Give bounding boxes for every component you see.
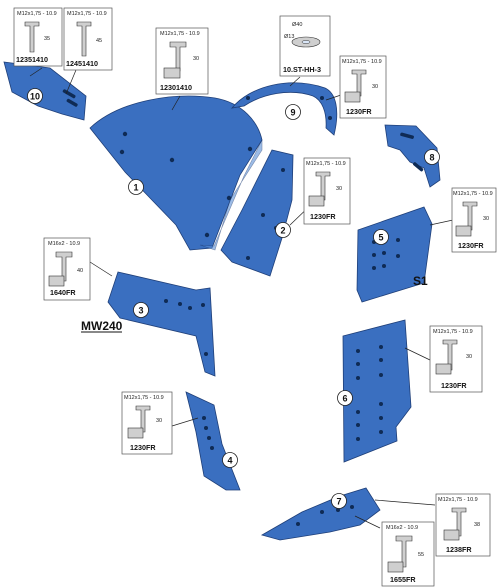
callout-10: 10 <box>27 88 43 104</box>
svg-text:1230FR: 1230FR <box>310 212 336 221</box>
svg-text:M12x1,75 - 10.9: M12x1,75 - 10.9 <box>67 11 107 17</box>
svg-text:30: 30 <box>466 354 472 360</box>
svg-text:Ø40: Ø40 <box>292 22 302 28</box>
bolt-box-1238fr: M12x1,75 - 10.9 38 1238FR <box>435 493 491 557</box>
bolt-box-12451410: M12x1,75 - 10.9 45 12451410 <box>63 7 113 71</box>
svg-text:30: 30 <box>156 418 162 424</box>
svg-text:5: 5 <box>378 233 383 243</box>
bolt-box-1230fr-2: M12x1,75 - 10.9 30 1230FR <box>303 157 351 225</box>
part-2-shin <box>220 149 294 277</box>
svg-text:38: 38 <box>474 522 480 528</box>
part-3-mw240 <box>107 271 216 377</box>
callout-4: 4 <box>222 452 238 468</box>
svg-text:4: 4 <box>227 456 232 466</box>
svg-text:30: 30 <box>372 84 378 90</box>
svg-text:1230FR: 1230FR <box>458 241 484 250</box>
svg-text:M12x1,75 - 10.9: M12x1,75 - 10.9 <box>433 329 473 335</box>
part-1-moldboard <box>89 95 263 251</box>
part-6-plate <box>342 319 412 463</box>
svg-text:M12x1,75 - 10.9: M12x1,75 - 10.9 <box>160 31 200 37</box>
leader-lines <box>29 67 454 529</box>
svg-text:30: 30 <box>193 56 199 62</box>
svg-text:8: 8 <box>429 153 434 163</box>
svg-text:35: 35 <box>44 36 50 42</box>
part-9-curved-strip <box>231 82 338 136</box>
svg-text:30: 30 <box>336 186 342 192</box>
svg-text:30: 30 <box>483 216 489 222</box>
svg-text:1230FR: 1230FR <box>346 107 372 116</box>
svg-text:M12x1,75 - 10.9: M12x1,75 - 10.9 <box>342 59 382 65</box>
bolt-box-1230fr-5: M12x1,75 - 10.9 30 1230FR <box>451 187 497 253</box>
bolt-box-1655fr: M16x2 - 10.9 55 1655FR <box>381 521 435 587</box>
svg-text:1640FR: 1640FR <box>50 288 76 297</box>
svg-text:10.ST-HH-3: 10.ST-HH-3 <box>283 65 321 74</box>
part-7-share <box>260 487 381 541</box>
svg-text:7: 7 <box>336 497 341 507</box>
callout-9: 9 <box>285 104 301 120</box>
svg-text:M16x2 - 10.9: M16x2 - 10.9 <box>48 241 80 247</box>
svg-text:3: 3 <box>138 306 143 316</box>
svg-text:10: 10 <box>30 92 40 102</box>
bolt-box-1230fr-9: M12x1,75 - 10.9 30 1230FR <box>339 55 387 119</box>
bolt-box-1640fr: M16x2 - 10.9 40 1640FR <box>43 237 91 301</box>
svg-text:2: 2 <box>280 226 285 236</box>
callout-6: 6 <box>337 390 353 406</box>
svg-text:M12x1,75 - 10.9: M12x1,75 - 10.9 <box>306 161 346 167</box>
svg-text:M12x1,75 - 10.9: M12x1,75 - 10.9 <box>453 191 493 197</box>
svg-text:6: 6 <box>342 394 347 404</box>
bolt-box-12301410: M12x1,75 - 10.9 30 12301410 <box>155 27 209 95</box>
part-8-bracket <box>384 124 441 188</box>
svg-text:1655FR: 1655FR <box>390 575 416 584</box>
svg-text:1238FR: 1238FR <box>446 545 472 554</box>
svg-text:M12x1,75 - 10.9: M12x1,75 - 10.9 <box>124 395 164 401</box>
callout-1: 1 <box>128 179 144 195</box>
part-5-plate <box>356 206 433 303</box>
callout-3: 3 <box>133 302 149 318</box>
bolt-box-1230fr-6: M12x1,75 - 10.9 30 1230FR <box>429 325 483 393</box>
bolt-box-12351410: M12x1,75 - 10.9 35 12351410 <box>13 7 63 67</box>
svg-text:45: 45 <box>96 38 102 44</box>
callout-2: 2 <box>275 222 291 238</box>
label-s1: S1 <box>413 274 428 288</box>
svg-text:12351410: 12351410 <box>16 55 48 64</box>
svg-text:1230FR: 1230FR <box>441 381 467 390</box>
part-4-blade <box>185 391 241 491</box>
bolt-box-1230fr-4: M12x1,75 - 10.9 30 1230FR <box>121 391 173 455</box>
svg-text:M12x1,75 - 10.9: M12x1,75 - 10.9 <box>438 497 478 503</box>
callout-7: 7 <box>331 493 347 509</box>
label-mw240: MW240 <box>81 319 123 333</box>
svg-text:M16x2 - 10.9: M16x2 - 10.9 <box>386 525 418 531</box>
svg-text:M12x1,75 - 10.9: M12x1,75 - 10.9 <box>17 11 57 17</box>
svg-text:1: 1 <box>133 183 138 193</box>
svg-text:1230FR: 1230FR <box>130 443 156 452</box>
svg-text:55: 55 <box>418 552 424 558</box>
part-10-strip <box>3 61 87 121</box>
callout-5: 5 <box>373 229 389 245</box>
svg-text:9: 9 <box>290 108 295 118</box>
svg-text:12451410: 12451410 <box>66 59 98 68</box>
svg-text:40: 40 <box>77 268 83 274</box>
washer-box-st-hh-3: Ø40 Ø13 10.ST-HH-3 <box>279 15 331 77</box>
svg-text:12301410: 12301410 <box>160 83 192 92</box>
svg-text:Ø13: Ø13 <box>284 34 294 40</box>
callout-8: 8 <box>424 149 440 165</box>
